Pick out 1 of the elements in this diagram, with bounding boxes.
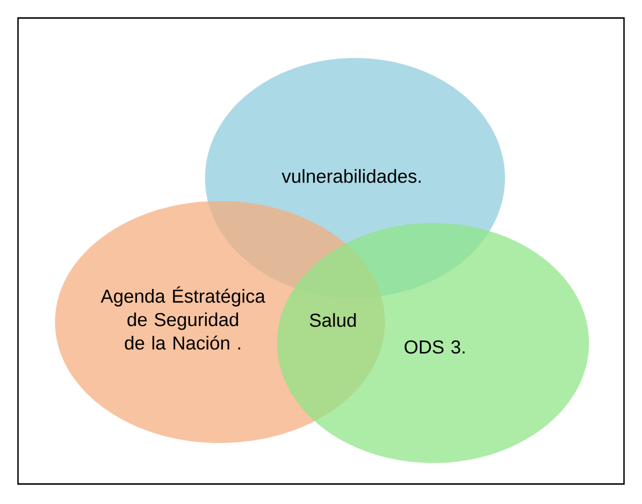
overlap-label: Salud [310, 313, 356, 327]
